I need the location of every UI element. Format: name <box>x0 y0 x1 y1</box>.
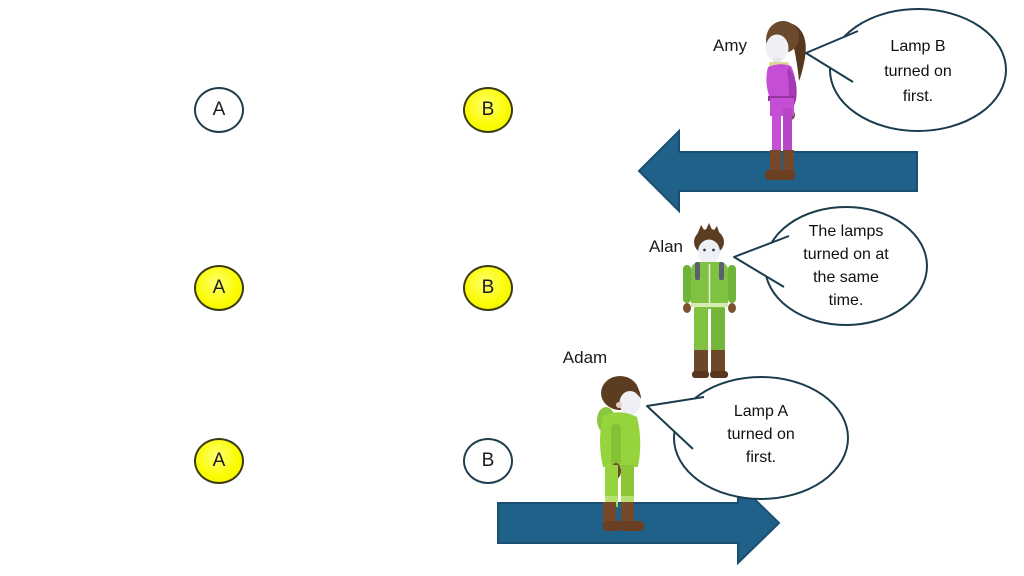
alan-avatar <box>683 223 736 378</box>
amy-avatar <box>765 21 806 180</box>
alan-speech-text: The lamps turned on at the same time. <box>763 220 929 312</box>
amy-name-label: Amy <box>713 36 747 55</box>
amy-speech-text: Lamp B turned on first. <box>835 34 1001 109</box>
lamp-label: B <box>481 99 495 120</box>
speech-line: turned on at <box>803 246 889 263</box>
speech-line: Lamp B <box>890 38 946 55</box>
speech-line: The lamps <box>808 223 884 240</box>
lamp-b-row-amy: B <box>463 87 513 133</box>
alan-speech-bubble <box>733 206 928 326</box>
lamp-label: A <box>212 450 226 471</box>
speech-line: first. <box>902 88 934 105</box>
lamp-b-row-alan: B <box>463 265 513 311</box>
lamp-label: A <box>212 99 226 120</box>
lamp-a-row-adam: A <box>194 438 244 484</box>
lamp-label: B <box>481 450 495 471</box>
lamp-label: B <box>481 277 495 298</box>
alan-name-label: Alan <box>648 237 684 256</box>
lamp-b-row-adam: B <box>463 438 513 484</box>
speech-line: first. <box>745 449 777 466</box>
speech-line: the same <box>813 269 879 286</box>
speech-line: Lamp A <box>733 403 789 420</box>
speech-line: turned on <box>727 426 795 443</box>
speech-line: turned on <box>884 63 952 80</box>
adam-speech-text: Lamp A turned on first. <box>674 400 848 469</box>
adam-speech-bubble <box>646 376 849 500</box>
adam-name-label: Adam <box>562 348 608 367</box>
lamp-a-row-alan: A <box>194 265 244 311</box>
lamp-label: A <box>212 277 226 298</box>
lamp-a-row-amy: A <box>194 87 244 133</box>
speech-line: time. <box>828 292 864 309</box>
adam-avatar <box>597 376 644 531</box>
amy-speech-bubble <box>805 8 1007 132</box>
